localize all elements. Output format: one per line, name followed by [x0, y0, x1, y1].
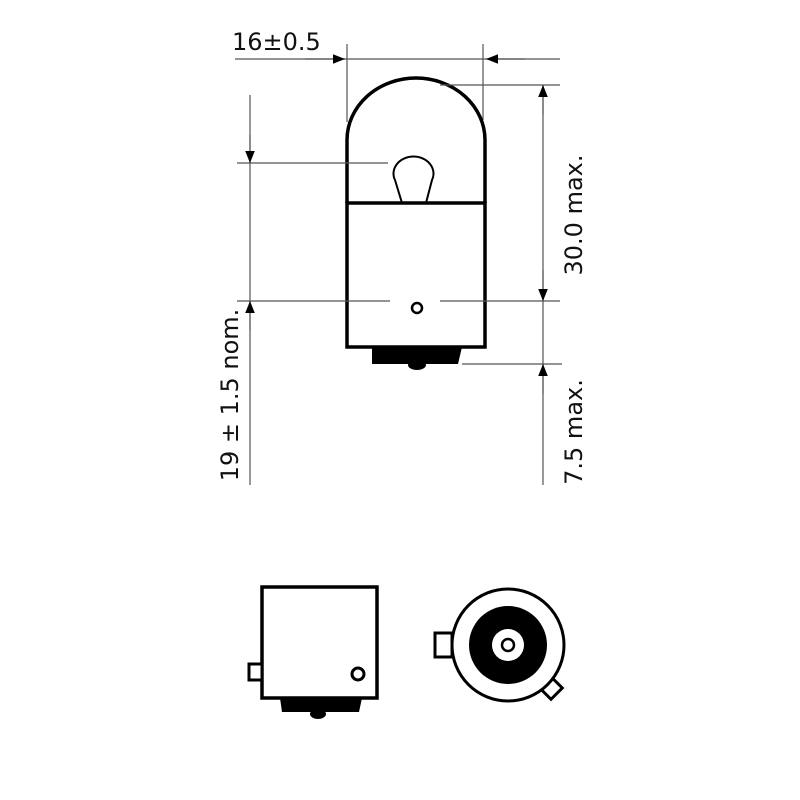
bulb-side-view — [345, 76, 487, 370]
light-center-label: 19 ± 1.5 nom. — [216, 309, 244, 482]
base-label: 7.5 max. — [560, 379, 588, 485]
height-dimension: 30.0 max. 7.5 max. — [440, 84, 588, 485]
height-label: 30.0 max. — [560, 155, 588, 276]
base-bottom-view — [433, 587, 566, 703]
base-side-view — [247, 585, 379, 719]
filament-icon — [392, 155, 435, 204]
width-label: 16±0.5 — [232, 28, 321, 56]
light-center-dimension: 19 ± 1.5 nom. — [216, 95, 560, 485]
width-dimension: 16±0.5 — [232, 28, 560, 122]
